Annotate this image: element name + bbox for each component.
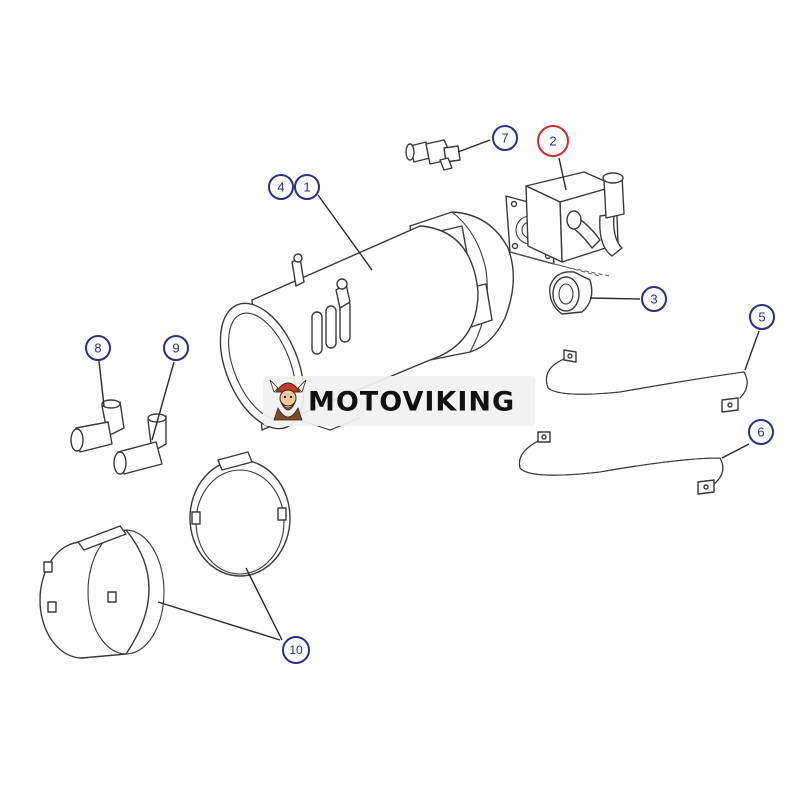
callout-4-label: 4 — [277, 180, 284, 195]
callout-9-circle — [163, 335, 189, 361]
callout-6[interactable]: 6 — [748, 419, 774, 445]
callout-10[interactable]: 10 — [282, 636, 310, 664]
cable-lower — [518, 431, 724, 495]
callout-5-label: 5 — [758, 310, 765, 325]
callout-4-circle — [268, 174, 294, 200]
callout-10-label: 10 — [289, 643, 303, 657]
elbow-fitting-b — [113, 413, 167, 475]
callout-8-circle — [85, 335, 111, 361]
callout-7-circle — [492, 125, 518, 151]
callout-9-label: 9 — [172, 341, 179, 356]
callout-1-circle — [294, 174, 320, 200]
callout-1-label: 1 — [303, 180, 310, 195]
callout-2-label: 2 — [549, 134, 556, 149]
cap — [549, 271, 593, 315]
callout-2[interactable]: 2 — [537, 125, 569, 157]
callout-7[interactable]: 7 — [492, 125, 518, 151]
callout-8-label: 8 — [94, 341, 101, 356]
pump-housing — [505, 171, 625, 277]
leader-lines — [98, 139, 760, 641]
callout-5[interactable]: 5 — [749, 304, 775, 330]
clamp-bands — [39, 451, 291, 659]
callout-6-circle — [748, 419, 774, 445]
callout-1[interactable]: 1 — [294, 174, 320, 200]
callout-9[interactable]: 9 — [163, 335, 189, 361]
callout-5-circle — [749, 304, 775, 330]
callout-3-label: 3 — [650, 292, 657, 307]
callout-7-label: 7 — [501, 131, 508, 146]
watermark: MOTOVIKING — [263, 376, 535, 426]
watermark-background — [263, 376, 535, 426]
callout-6-label: 6 — [757, 425, 764, 440]
callout-10-circle — [282, 636, 310, 664]
elbow-fitting-a — [70, 399, 125, 453]
callout-4[interactable]: 4 — [268, 174, 294, 200]
callout-2-circle — [537, 125, 569, 157]
watermark-text: MOTOVIKING — [308, 387, 515, 418]
callout-8[interactable]: 8 — [85, 335, 111, 361]
callout-3-circle — [641, 286, 667, 312]
viking-mascot-icon — [269, 379, 307, 421]
cable-upper — [545, 349, 748, 413]
valve-fitting — [405, 139, 461, 171]
callout-3[interactable]: 3 — [641, 286, 667, 312]
